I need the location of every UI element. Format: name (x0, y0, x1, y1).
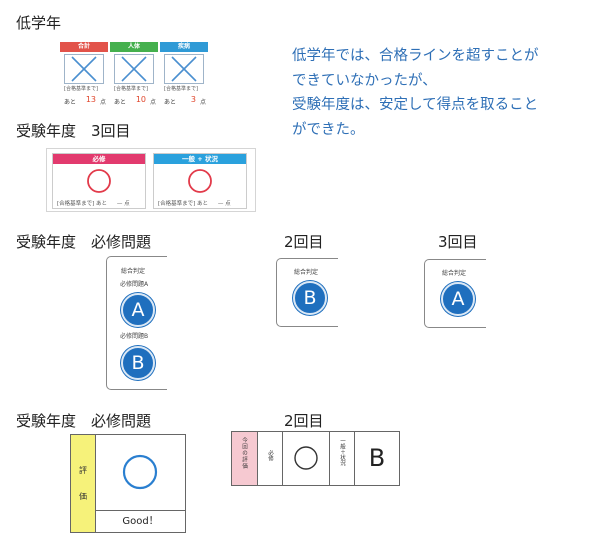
heading-third-attempt: 3回目 (438, 233, 478, 251)
result-column-total: 合計 [合格基準まで] あと 13 点 (60, 42, 108, 110)
result-box (114, 54, 154, 84)
slip-title: 総合判定 (294, 269, 319, 276)
cross-mark-icon (71, 56, 97, 82)
column-label: 一般 + 状況 (154, 154, 246, 164)
heading-lower-grade: 低学年 (16, 14, 62, 32)
unit: 点 (199, 99, 206, 106)
circle-mark-icon (294, 446, 318, 470)
third-attempt-result-card: 必修 [合格基準まで] あと — 点 一般 + 状況 [合格基準まで] あと —… (46, 148, 256, 212)
column-label: 疾病 (160, 42, 208, 52)
comment-line: できていなかったが、 (292, 72, 437, 89)
grade-b-badge: B (121, 346, 155, 380)
third-attempt-slip: 総合判定 A (424, 259, 486, 328)
strip-required-result-cell (283, 432, 330, 485)
column-label: 合計 (60, 42, 108, 52)
requirement-label: [合格基準まで] (64, 86, 98, 92)
column-label: 人体 (110, 42, 158, 52)
progress-comment: 低学年では、合格ラインを超すことが できていなかったが、 受験年度は、安定して得… (292, 44, 592, 142)
unit: 点 (124, 201, 130, 207)
strip-required-label-cell: 必修 (258, 432, 283, 485)
requirement-row: [合格基準まで] あと — 点 (158, 199, 231, 207)
slip-title: 総合判定 (121, 268, 146, 275)
heading-exam-year-required: 受験年度 必修問題 (16, 233, 152, 251)
heading-exam-year-required-2: 受験年度 必修問題 (16, 412, 152, 430)
remaining-prefix: あと (64, 99, 77, 106)
grade-a-badge: A (121, 293, 155, 327)
grade-badge: A (441, 282, 475, 316)
evaluation-card: 評 価 Good！ (70, 434, 186, 533)
unit: 点 (99, 99, 106, 106)
result-column-required: 必修 [合格基準まで] あと — 点 (52, 153, 146, 209)
circle-mark-icon (122, 454, 158, 490)
remaining-value: — (217, 201, 224, 207)
grade-badge: B (293, 281, 327, 315)
circle-mark-icon (87, 169, 111, 193)
general-label: 一般＋状況 (339, 438, 345, 466)
evaluation-comment: Good！ (96, 510, 185, 533)
requirement-label: [合格基準まで] (158, 201, 196, 207)
circle-mark-icon (188, 169, 212, 193)
column-label: 必修 (53, 154, 145, 164)
result-column-disease: 疾病 [合格基準まで] あと 3 点 (160, 42, 208, 110)
remaining-value: 13 (85, 95, 96, 104)
requirement-row: [合格基準まで] あと — 点 (57, 199, 130, 207)
heading-second-attempt-2: 2回目 (284, 412, 324, 430)
required-questions-slip: 総合判定 必修問題A A 必修問題B B (106, 256, 167, 390)
remaining-points: あと 10 点 (114, 95, 156, 106)
heading-exam-year-3rd: 受験年度 3回目 (16, 122, 131, 140)
comment-line: 低学年では、合格ラインを超すことが (292, 48, 539, 64)
result-box (64, 54, 104, 84)
item-b-label: 必修問題B (120, 333, 149, 340)
comment-line: ができた。 (292, 121, 365, 138)
remaining-value: 10 (135, 95, 146, 104)
unit: 点 (149, 99, 156, 106)
slip-title: 総合判定 (442, 270, 467, 277)
remaining-points: あと 13 点 (64, 95, 106, 106)
strip-general-label-cell: 一般＋状況 (330, 432, 355, 485)
remaining-prefix: あと (96, 201, 108, 207)
side-label-char: 価 (79, 492, 87, 501)
item-a-label: 必修問題A (120, 281, 149, 288)
comment-line: 受験年度は、安定して得点を取ること (292, 97, 539, 113)
general-grade: B (368, 444, 386, 472)
result-column-body: 人体 [合格基準まで] あと 10 点 (110, 42, 158, 110)
heading-second-attempt: 2回目 (284, 233, 324, 251)
result-box (164, 54, 204, 84)
unit: 点 (225, 201, 231, 207)
remaining-value: — (116, 201, 123, 207)
requirement-label: [合格基準まで] (114, 86, 148, 92)
strip-title: 今回の評価 (241, 437, 247, 470)
required-label: 必修 (267, 450, 273, 461)
side-label-char: 評 (79, 466, 87, 475)
cross-mark-icon (171, 56, 197, 82)
strip-title-cell: 今回の評価 (232, 432, 258, 485)
remaining-prefix: あと (197, 201, 209, 207)
remaining-value: 3 (190, 95, 196, 104)
requirement-label: [合格基準まで] (164, 86, 198, 92)
evaluation-strip: 今回の評価 必修 一般＋状況 B (231, 431, 400, 486)
second-attempt-slip: 総合判定 B (276, 258, 338, 327)
lower-grade-result-card: 合計 [合格基準まで] あと 13 点 人体 [合格基準まで] あと 10 点 … (58, 42, 210, 110)
remaining-prefix: あと (164, 99, 177, 106)
cross-mark-icon (121, 56, 147, 82)
evaluation-side-label: 評 価 (71, 435, 96, 532)
remaining-points: あと 3 点 (164, 95, 206, 106)
remaining-prefix: あと (114, 99, 127, 106)
result-column-general: 一般 + 状況 [合格基準まで] あと — 点 (153, 153, 247, 209)
requirement-label: [合格基準まで] (57, 201, 95, 207)
